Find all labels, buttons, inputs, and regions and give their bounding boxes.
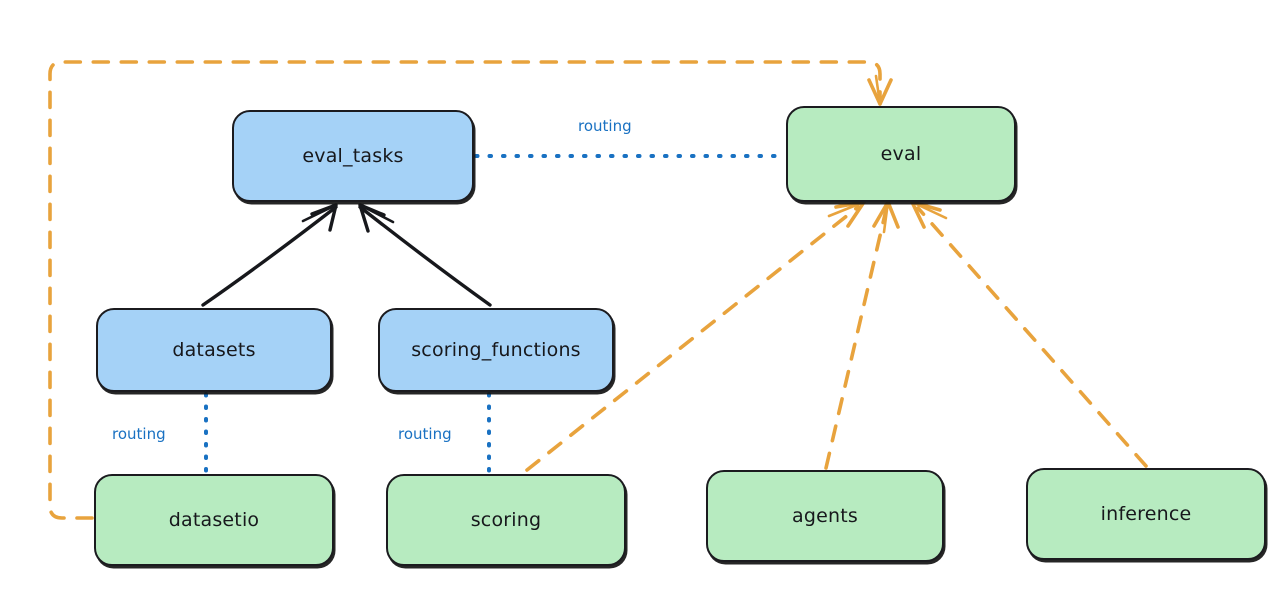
node-eval[interactable]: eval bbox=[786, 106, 1016, 202]
node-label-eval: eval bbox=[880, 143, 922, 165]
edge-label-routing-scoring-functions-scoring: routing bbox=[398, 425, 452, 443]
node-datasets[interactable]: datasets bbox=[96, 308, 332, 392]
edge-label-routing-eval-tasks-eval: routing bbox=[578, 117, 632, 135]
node-label-datasets: datasets bbox=[172, 339, 256, 361]
node-datasetio[interactable]: datasetio bbox=[94, 474, 334, 566]
node-agents[interactable]: agents bbox=[706, 470, 944, 562]
node-scoring-functions[interactable]: scoring_functions bbox=[378, 308, 614, 392]
node-label-eval-tasks: eval_tasks bbox=[302, 145, 404, 167]
edge-inference-eval bbox=[910, 200, 1148, 468]
node-inference[interactable]: inference bbox=[1026, 468, 1266, 560]
node-eval-tasks[interactable]: eval_tasks bbox=[232, 110, 474, 202]
edge-agents-eval bbox=[824, 200, 900, 470]
edge-label-routing-datasets-datasetio: routing bbox=[112, 425, 166, 443]
node-scoring[interactable]: scoring bbox=[386, 474, 626, 566]
node-label-datasetio: datasetio bbox=[168, 509, 260, 531]
node-label-agents: agents bbox=[792, 505, 858, 527]
node-label-inference: inference bbox=[1100, 503, 1192, 525]
node-label-scoring-functions: scoring_functions bbox=[411, 339, 581, 361]
edge-datasetio-eval bbox=[48, 60, 893, 520]
node-label-scoring: scoring bbox=[470, 509, 542, 531]
edge-scoring-functions-eval_tasks bbox=[358, 203, 492, 307]
edge-scoring-eval bbox=[525, 200, 866, 472]
edge-datasets-eval_tasks bbox=[201, 203, 338, 307]
